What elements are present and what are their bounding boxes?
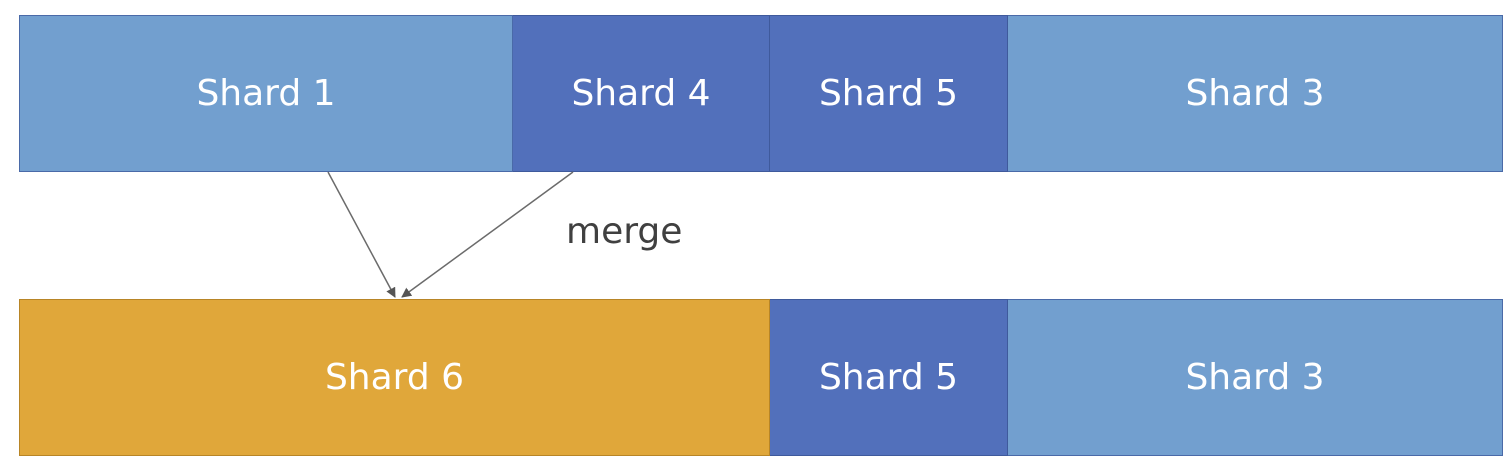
merge-arrow-from-shard-4 <box>401 171 574 298</box>
shard-label: Shard 5 <box>818 357 959 398</box>
shard-block-4: Shard 4 <box>513 15 770 172</box>
shard-block-6-merged: Shard 6 <box>19 299 770 456</box>
shard-label: Shard 1 <box>196 73 336 114</box>
before-merge-row: Shard 1 Shard 4 Shard 5 Shard 3 <box>19 15 1503 172</box>
merge-arrow-from-shard-1 <box>327 171 396 298</box>
merge-label: merge <box>566 211 683 252</box>
shard-label: Shard 6 <box>324 357 465 398</box>
shard-block-5: Shard 5 <box>770 15 1008 172</box>
shard-block-3: Shard 3 <box>1008 15 1503 172</box>
shard-label: Shard 3 <box>1185 357 1325 398</box>
shard-block-1: Shard 1 <box>19 15 513 172</box>
after-merge-row: Shard 6 Shard 5 Shard 3 <box>19 299 1503 456</box>
shard-label: Shard 4 <box>571 73 711 114</box>
shard-block-3: Shard 3 <box>1008 299 1503 456</box>
shard-block-5: Shard 5 <box>770 299 1008 456</box>
shard-label: Shard 3 <box>1185 73 1325 114</box>
shard-label: Shard 5 <box>818 73 959 114</box>
